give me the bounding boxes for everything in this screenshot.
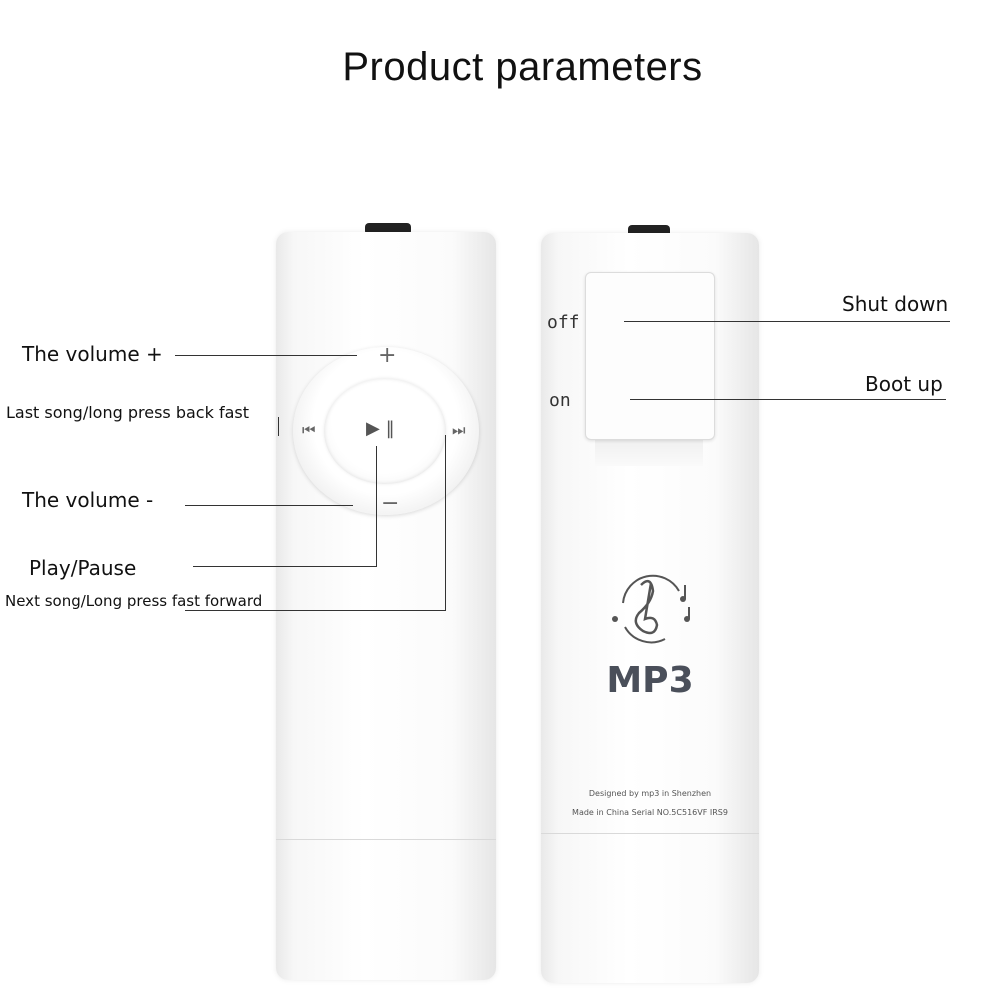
- previous-track-icon[interactable]: ⏮: [302, 421, 316, 439]
- page-title: Product parameters: [342, 45, 703, 89]
- clip-gap: [595, 438, 703, 466]
- leader-play-pause-h: [193, 566, 376, 567]
- leader-last-song: [278, 417, 279, 436]
- volume-up-icon[interactable]: +: [378, 343, 397, 368]
- leader-next-song-v: [445, 435, 446, 611]
- leader-volume-down: [185, 505, 353, 506]
- next-track-icon[interactable]: ⏭: [452, 421, 466, 439]
- leader-play-pause-v: [376, 446, 377, 567]
- label-last-song: Last song/long press back fast: [6, 403, 249, 422]
- play-pause-icon[interactable]: ▶ ‖: [366, 418, 395, 439]
- label-volume-up: The volume +: [22, 342, 163, 366]
- label-shut-down: Shut down: [842, 292, 949, 316]
- label-next-song: Next song/Long press fast forward: [5, 592, 263, 610]
- label-play-pause: Play/Pause: [29, 556, 137, 580]
- switch-on-label: on: [549, 390, 571, 411]
- fine-print-line1: Designed by mp3 in Shenzhen: [588, 789, 712, 798]
- headphone-jack: [365, 223, 411, 233]
- leader-next-song-h: [185, 610, 445, 611]
- leader-boot-up: [630, 399, 946, 400]
- play-pause-button[interactable]: [324, 378, 446, 484]
- cap-seam-back: [541, 833, 759, 834]
- mp3-brand-text: MP3: [606, 660, 694, 701]
- power-switch-clip[interactable]: [585, 272, 715, 440]
- leader-shut-down: [624, 321, 950, 322]
- cap-seam: [276, 839, 496, 840]
- label-boot-up: Boot up: [865, 372, 943, 396]
- label-volume-down: The volume -: [22, 488, 154, 512]
- music-note-circle-icon: [612, 574, 690, 644]
- leader-volume-up: [175, 355, 357, 356]
- switch-off-label: off: [547, 312, 580, 333]
- volume-down-icon[interactable]: −: [381, 491, 400, 516]
- fine-print-line2: Made in China Serial NO.5C516VF IRS9: [572, 808, 728, 817]
- headphone-jack-back: [628, 225, 670, 235]
